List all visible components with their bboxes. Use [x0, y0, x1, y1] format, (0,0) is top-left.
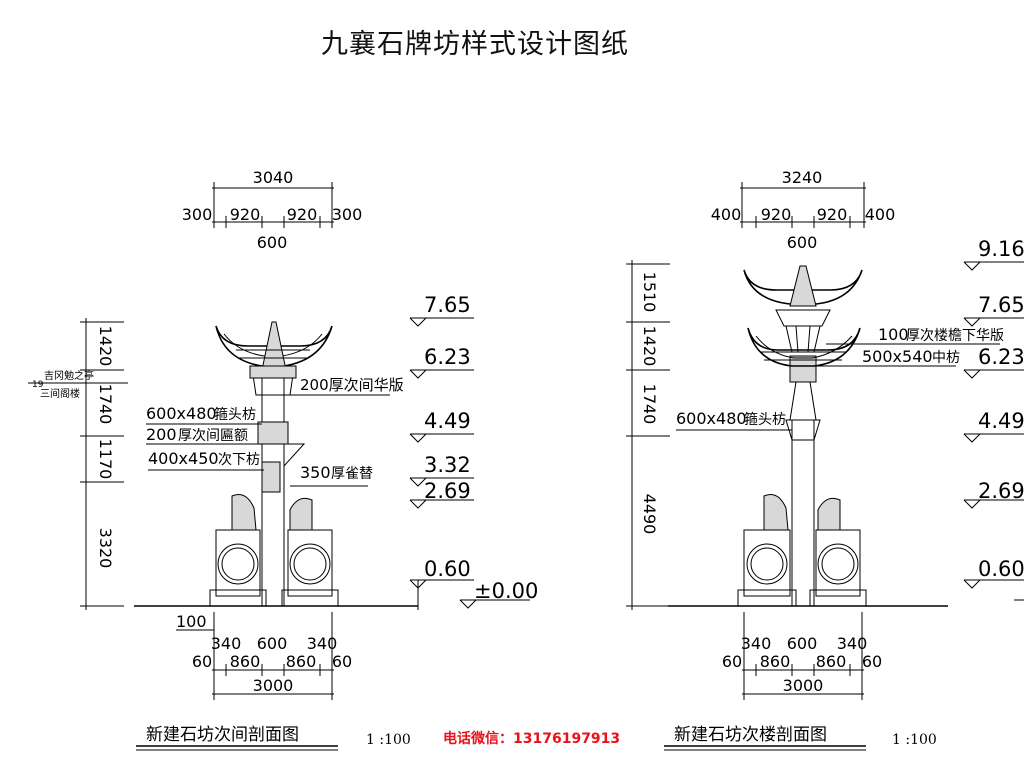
- right-level-916: 9.16: [978, 237, 1024, 261]
- left-dim-c: 920: [287, 205, 318, 224]
- left-section: 3040 300 920 920 300 600 1420 1740 1170 …: [28, 168, 538, 751]
- right-bottom-dims: 340 600 340 60 860 860 60 3000: [722, 612, 882, 700]
- left-label-biane: 厚次间匾额: [178, 428, 248, 444]
- right-column: [785, 355, 821, 607]
- left-level-449: 4.49: [424, 409, 471, 433]
- right-dim-a: 400: [711, 205, 742, 224]
- left-level-060: 0.60: [424, 557, 471, 581]
- left-dim-total: 3040: [253, 168, 294, 187]
- right-annotations: 100 厚次楼檐下华版 500x540 中枋 600x480 箍头枋: [676, 325, 1004, 431]
- left-bottom-dims: 100 340 600 340 60 860 860 60 3000: [176, 612, 352, 700]
- right-vdim-4: 4490: [640, 494, 659, 535]
- stamp-num: 19: [32, 380, 44, 390]
- left-label-600x480: 600x480: [146, 404, 217, 423]
- right-dim-c: 920: [817, 205, 848, 224]
- right-bdim-b: 600: [787, 634, 818, 653]
- left-caption: 新建石坊次间剖面图 1 :100: [136, 725, 411, 751]
- right-level-449: 4.49: [978, 409, 1024, 433]
- left-roof: [215, 321, 333, 379]
- stamp-line-1: 吉冈勉之亭: [44, 369, 94, 382]
- right-label-gutoufang: 箍头枋: [744, 411, 786, 428]
- left-level-269: 2.69: [424, 479, 471, 503]
- right-vertical-dims: 1510 1420 1740 4490: [626, 260, 670, 610]
- right-dim-b: 920: [761, 205, 792, 224]
- left-caption-text: 新建石坊次间剖面图: [146, 725, 299, 745]
- left-bdim-f: 860: [230, 652, 261, 671]
- right-level-269: 2.69: [978, 479, 1024, 503]
- left-dim-a: 300: [182, 205, 213, 224]
- left-vdim-2: 1740: [96, 384, 115, 425]
- left-vdim-4: 3320: [96, 528, 115, 569]
- left-levels: 7.65 6.23 4.49 3.32 2.69 0.60 ±0.00: [409, 293, 538, 609]
- contact-info: 电话微信：13176197913: [443, 731, 621, 747]
- left-label-200: 200: [146, 425, 177, 444]
- right-caption-text: 新建石坊次楼剖面图: [674, 725, 827, 745]
- right-bdim-a: 340: [741, 634, 772, 653]
- right-vdim-1: 1510: [640, 272, 659, 313]
- left-level-765: 7.65: [424, 293, 471, 317]
- right-bdim-c: 340: [837, 634, 868, 653]
- right-label-100: 100: [878, 325, 909, 344]
- left-level-332: 3.32: [424, 453, 471, 477]
- left-bdim-c: 340: [307, 634, 338, 653]
- left-top-dims: 3040 300 920 920 300 600: [182, 168, 363, 252]
- right-levels: 9.16 7.65 6.23 4.49 2.69 0.60: [963, 237, 1024, 601]
- right-label-600x480: 600x480: [676, 409, 747, 428]
- left-bdim-a: 340: [211, 634, 242, 653]
- right-bdim-f: 860: [760, 652, 791, 671]
- right-roof-lower: [747, 327, 861, 367]
- right-dim-d: 400: [865, 205, 896, 224]
- stamp-line-2: 三间阁楼: [40, 387, 80, 400]
- left-label-cixiafang: 次下枋: [218, 452, 260, 468]
- right-level-765: 7.65: [978, 293, 1024, 317]
- right-section: 3240 400 920 920 400 600 1510 1420 1740 …: [626, 168, 1024, 751]
- page-title: 九襄石牌坊样式设计图纸: [321, 29, 629, 60]
- left-level-000: ±0.00: [474, 579, 538, 603]
- right-bdim-total: 3000: [783, 676, 824, 695]
- left-annotations: 200厚次间华版 600x480 箍头枋 200 厚次间匾额 400x450 次…: [146, 376, 404, 487]
- right-bdim-e: 60: [722, 652, 742, 671]
- right-roof-upper: [743, 265, 863, 353]
- left-bdim-total: 3000: [253, 676, 294, 695]
- left-pedestals: [209, 494, 339, 607]
- left-stamp: 吉冈勉之亭 19 三间阁楼: [28, 369, 128, 400]
- right-level-060: 0.60: [978, 557, 1024, 581]
- right-vdim-3: 1740: [640, 384, 659, 425]
- right-label-huaban: 厚次楼檐下华版: [906, 328, 1004, 344]
- left-label-queti: 厚雀替: [331, 466, 373, 482]
- left-vertical-dims: 1420 1740 1170 3320: [80, 318, 124, 610]
- left-label-huaban: 200厚次间华版: [300, 376, 404, 394]
- left-bdim-h: 60: [332, 652, 352, 671]
- left-dim-b: 920: [230, 205, 261, 224]
- right-top-dims: 3240 400 920 920 400 600: [711, 168, 896, 252]
- left-bdim-b: 600: [257, 634, 288, 653]
- right-bdim-h: 60: [862, 652, 882, 671]
- left-label-gutoufang: 箍头枋: [214, 406, 256, 423]
- right-caption: 新建石坊次楼剖面图 1 :100: [664, 725, 937, 751]
- left-scale: 1 :100: [366, 732, 411, 748]
- right-level-623: 6.23: [978, 345, 1024, 369]
- right-bdim-g: 860: [816, 652, 847, 671]
- right-dim-mid: 600: [787, 233, 818, 252]
- right-vdim-2: 1420: [640, 326, 659, 367]
- right-label-500x540: 500x540: [862, 347, 933, 366]
- left-label-400x450: 400x450: [148, 449, 219, 468]
- left-label-350: 350: [300, 463, 331, 482]
- left-dim-base: 100: [176, 612, 207, 631]
- right-label-zhongfang: 中枋: [932, 350, 960, 366]
- left-level-623: 6.23: [424, 345, 471, 369]
- left-dim-mid: 600: [257, 233, 288, 252]
- left-bdim-e: 60: [192, 652, 212, 671]
- left-dim-d: 300: [332, 205, 363, 224]
- right-scale: 1 :100: [892, 732, 937, 748]
- right-dim-total: 3240: [782, 168, 823, 187]
- left-vdim-3: 1170: [96, 439, 115, 480]
- left-bdim-g: 860: [286, 652, 317, 671]
- left-vdim-1: 1420: [96, 326, 115, 367]
- right-pedestals: [737, 494, 867, 607]
